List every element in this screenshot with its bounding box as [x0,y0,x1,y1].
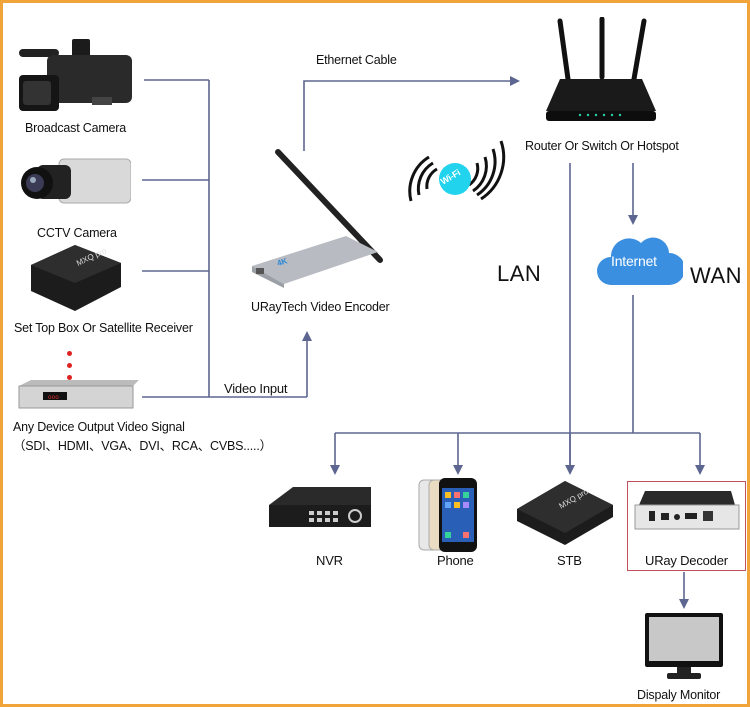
phone-label: Phone [437,553,474,568]
cctv-camera-label: CCTV Camera [37,226,117,240]
internet-label: Internet [611,253,657,269]
decoder-highlight-box [627,481,746,571]
display-monitor-label: Dispaly Monitor [637,688,721,702]
decoder-icon [634,491,740,530]
any-device-label: Any Device Output Video Signal [13,420,185,434]
stb-icon: MXQ pro [517,481,613,545]
ellipsis-dot [67,363,72,368]
set-top-box-icon: MXQ pro [31,245,121,311]
cctv-camera-icon [21,158,131,204]
signal-types-label: （SDI、HDMI、VGA、DVI、RCA、CVBS.....） [13,439,272,453]
set-top-box-label: Set Top Box Or Satellite Receiver [14,321,193,335]
nvr-icon [269,487,371,527]
ellipsis-dot [67,351,72,356]
phone-icon [418,478,477,552]
broadcast-camera-icon [19,39,132,111]
lan-label: LAN [497,261,542,286]
nvr-label: NVR [316,553,343,568]
video-encoder-icon: 4K [252,149,383,288]
ellipsis-dot [67,375,72,380]
wan-label: WAN [690,263,743,288]
encoder-label: URayTech Video Encoder [251,300,390,314]
router-icon [546,17,656,121]
ethernet-cable-label: Ethernet Cable [316,53,397,67]
dvd-player-icon: ooo [18,380,139,409]
svg-text:4K: 4K [276,256,289,268]
stb-label: STB [557,553,582,568]
router-label: Router Or Switch Or Hotspot [525,139,679,153]
svg-text:ooo: ooo [48,394,59,401]
video-input-label: Video Input [224,381,288,396]
connection-lines [142,76,705,609]
decoder-label: URay Decoder [645,553,728,568]
display-monitor-icon [645,613,723,679]
wifi-signal-icon [408,140,506,202]
wire-ethernet [303,76,520,151]
internet-cloud-icon [597,237,683,285]
broadcast-camera-label: Broadcast Camera [25,121,127,135]
